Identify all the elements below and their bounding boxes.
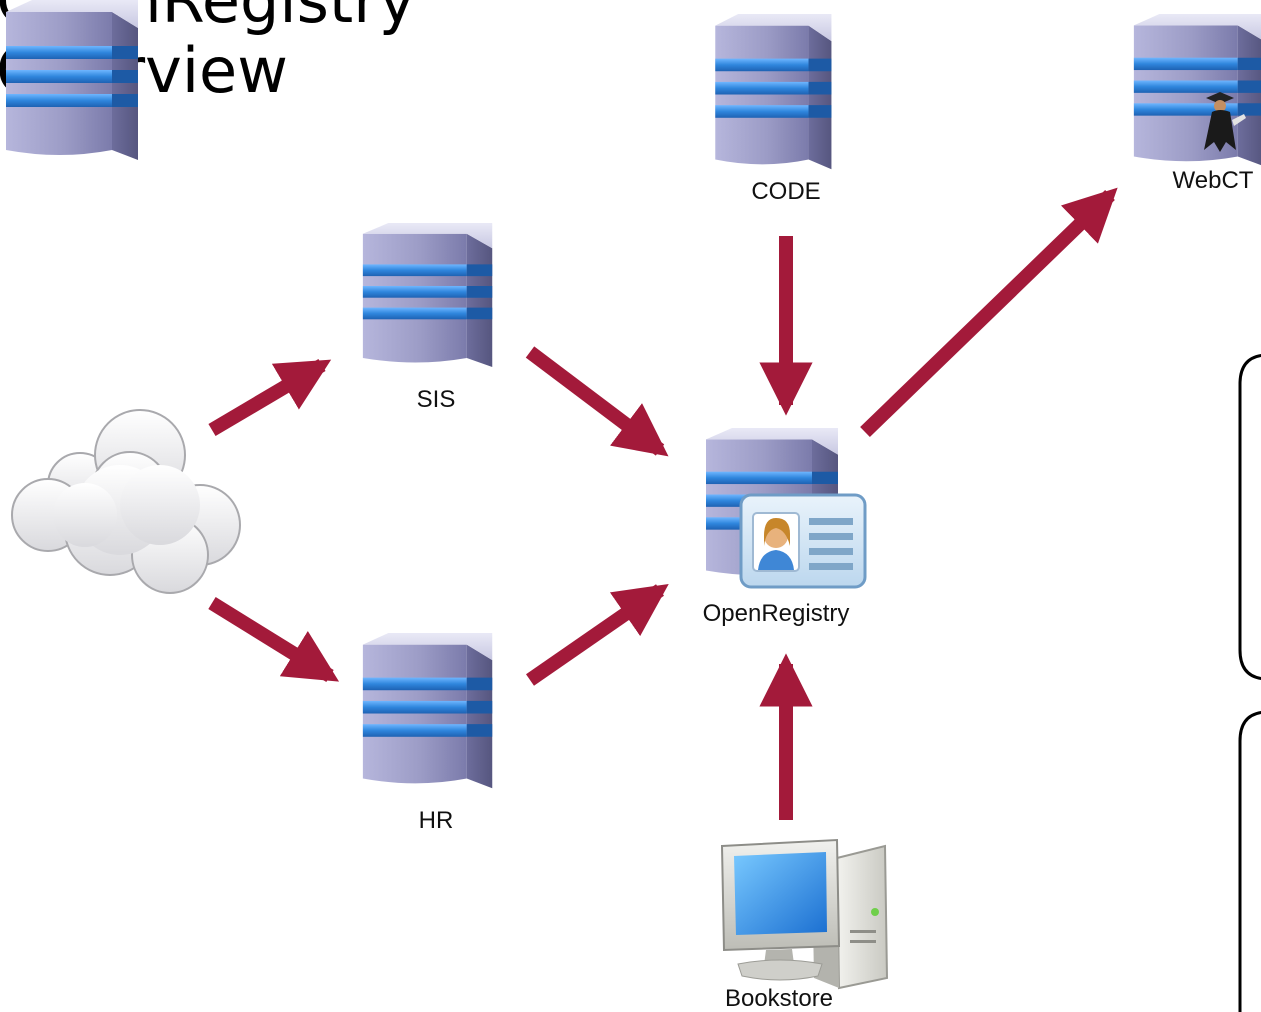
server-with-figure-icon bbox=[1133, 14, 1261, 166]
hr-label: HR bbox=[419, 807, 454, 834]
graduate-figure-icon bbox=[1204, 92, 1246, 152]
cloud-icon bbox=[11, 409, 241, 594]
sis-node: SIS bbox=[362, 223, 493, 413]
bookstore-label: Bookstore bbox=[725, 985, 833, 1012]
arrow-cloud-to-sis bbox=[208, 358, 332, 437]
callout-box-lower bbox=[1238, 711, 1261, 1012]
arrows bbox=[208, 187, 1118, 820]
arrow-sis-to-openregistry bbox=[525, 346, 669, 457]
webct-label: WebCT bbox=[1173, 167, 1254, 194]
server-icon bbox=[715, 14, 832, 170]
id-card-icon bbox=[739, 493, 867, 589]
server-icon bbox=[362, 633, 493, 789]
openregistry-label: OpenRegistry bbox=[703, 600, 850, 627]
bookstore-node: Bookstore bbox=[720, 838, 889, 1012]
sis-label: SIS bbox=[417, 386, 456, 413]
arrow-cloud-to-hr bbox=[208, 597, 340, 682]
hr-node: HR bbox=[362, 633, 493, 834]
arrow-hr-to-openregistry bbox=[526, 583, 669, 686]
webct-node: WebCT bbox=[1133, 14, 1261, 194]
openregistry-node: OpenRegistry bbox=[703, 428, 867, 627]
server-shape-template bbox=[6, 0, 138, 160]
server-icon bbox=[362, 223, 493, 367]
callout-box-upper bbox=[1238, 354, 1261, 680]
desktop-computer-icon bbox=[720, 838, 889, 990]
code-label: CODE bbox=[751, 178, 820, 205]
arrow-openregistry-to-webct bbox=[860, 187, 1118, 438]
code-node: CODE bbox=[715, 14, 832, 205]
